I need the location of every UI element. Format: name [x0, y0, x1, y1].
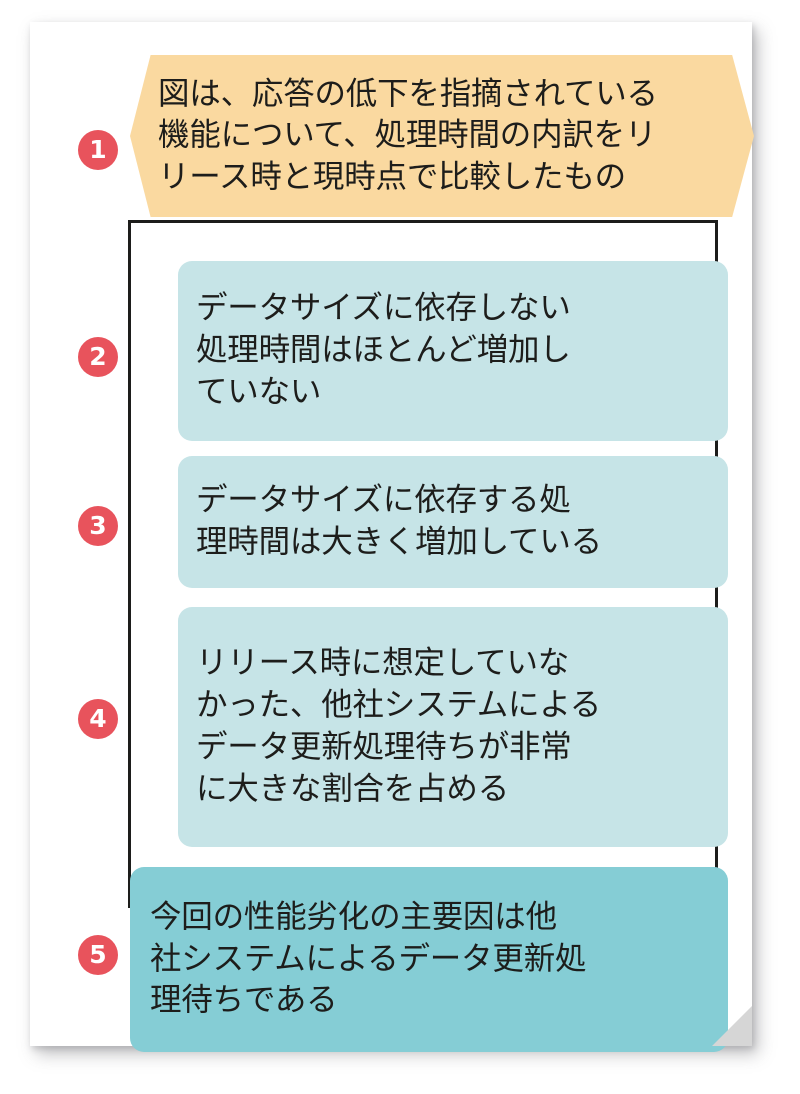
observation-box-2-text: データサイズに依存する処 理時間は大きく増加している — [196, 482, 602, 560]
summary-banner: 図は、応答の低下を指摘されている 機能について、処理時間の内訳をリ リース時と現… — [130, 55, 754, 217]
step-badge-5: 5 — [78, 935, 118, 975]
conclusion-box: 今回の性能劣化の主要因は他 社システムによるデータ更新処 理待ちである — [130, 867, 728, 1052]
observation-box-3: リリース時に想定していな かった、他社システムによる データ更新処理待ちが非常 … — [178, 607, 728, 847]
observation-box-1-text: データサイズに依存しない 処理時間はほとんど増加し ていない — [196, 290, 571, 410]
step-badge-2: 2 — [78, 337, 118, 377]
step-badge-1: 1 — [78, 130, 118, 170]
conclusion-box-text: 今回の性能劣化の主要因は他 社システムによるデータ更新処 理待ちである — [150, 898, 587, 1019]
step-badge-4: 4 — [78, 699, 118, 739]
observation-box-2: データサイズに依存する処 理時間は大きく増加している — [178, 456, 728, 588]
observation-box-3-text: リリース時に想定していな かった、他社システムによる データ更新処理待ちが非常 … — [196, 645, 602, 807]
step-badge-3: 3 — [78, 506, 118, 546]
observation-box-1: データサイズに依存しない 処理時間はほとんど増加し ていない — [178, 261, 728, 441]
summary-banner-text: 図は、応答の低下を指摘されている 機能について、処理時間の内訳をリ リース時と現… — [158, 75, 658, 195]
paper-card: 図は、応答の低下を指摘されている 機能について、処理時間の内訳をリ リース時と現… — [30, 22, 754, 1052]
